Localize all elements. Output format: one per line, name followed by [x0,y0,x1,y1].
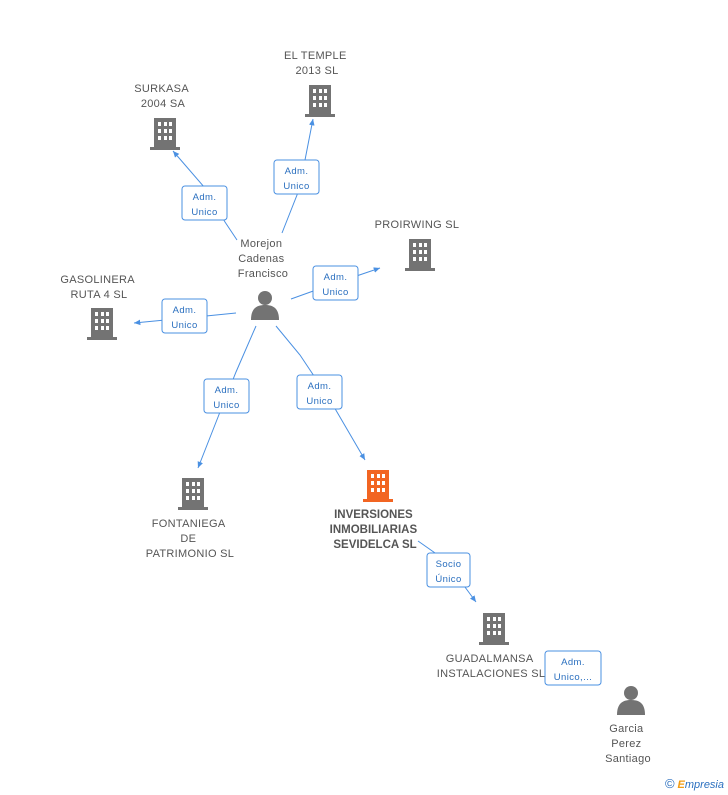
badge-gasolinera[interactable]: Adm.Unico [161,298,208,334]
person-garcia-icon[interactable] [617,686,645,715]
badge-el-temple[interactable]: Adm.Unico [273,159,320,195]
svg-text:Adm.Unico: Adm.Unico [322,272,348,298]
label-person-garcia: Garcia Perez Santiago [605,723,651,765]
svg-text:Adm.Unico,...: Adm.Unico,... [554,657,592,683]
building-el-temple-icon[interactable] [305,85,335,117]
badge-inversiones[interactable]: Adm.Unico [296,374,343,410]
label-proirwing: PROIRWING SL [375,219,460,231]
building-guadalmansa-icon[interactable] [479,613,509,645]
copyright-icon: © [664,776,675,791]
footer-credit: ©Empresia [665,776,724,791]
badge-surkasa[interactable]: Adm.Unico [181,185,228,221]
label-el-temple: EL TEMPLE 2013 SL [284,50,350,77]
svg-text:Adm.Unico: Adm.Unico [171,305,197,331]
brand-name[interactable]: mpresia [684,779,724,791]
label-inversiones: INVERSIONES INMOBILIARIAS SEVIDELCA SL [330,509,421,551]
building-gasolinera-icon[interactable] [87,308,117,340]
person-morejon-icon[interactable] [251,291,279,320]
label-guadalmansa: GUADALMANSA INSTALACIONES SL [437,653,546,680]
building-proirwing-icon[interactable] [405,239,435,271]
label-surkasa: SURKASA 2004 SA [134,83,191,110]
brand-initial: E [677,779,685,791]
badge-proirwing[interactable]: Adm.Unico [312,265,359,301]
badge-garcia[interactable]: Adm.Unico,... [544,650,602,686]
label-gasolinera: GASOLINERA RUTA 4 SL [60,274,137,301]
label-person-morejon: Morejon Cadenas Francisco [238,238,288,280]
building-fontaniega-icon[interactable] [178,478,208,510]
badge-fontaniega[interactable]: Adm.Unico [203,378,250,414]
building-surkasa-icon[interactable] [150,118,180,150]
svg-text:Adm.Unico: Adm.Unico [213,385,239,411]
building-inversiones-icon[interactable] [363,470,393,502]
label-fontaniega: FONTANIEGA DE PATRIMONIO SL [146,518,234,560]
svg-text:Adm.Unico: Adm.Unico [306,381,332,407]
svg-text:Adm.Unico: Adm.Unico [191,192,217,218]
svg-text:Adm.Unico: Adm.Unico [283,166,309,192]
